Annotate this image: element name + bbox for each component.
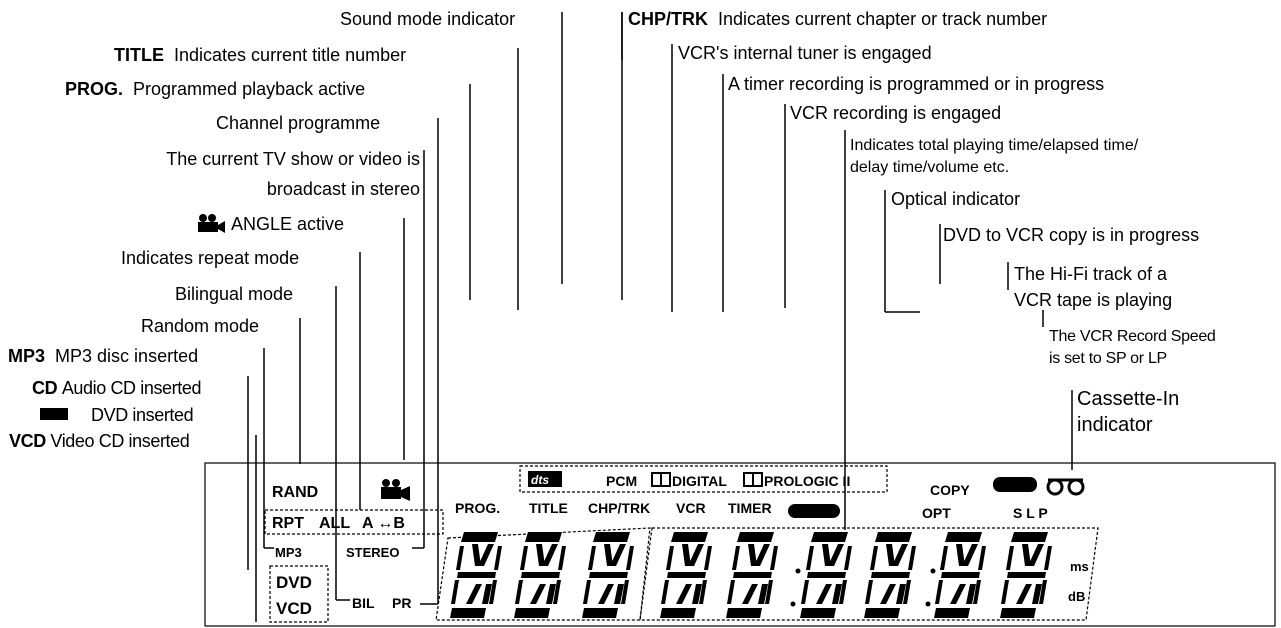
vcr-recording-label: VCR recording is engaged: [790, 103, 1002, 123]
vcd-label: VCD Video CD inserted: [9, 430, 190, 452]
digital-indicator: DIGITAL: [672, 473, 727, 489]
display-frame: [204, 462, 1276, 627]
sound-mode-box: [519, 465, 888, 493]
bil-indicator: BIL: [352, 595, 375, 611]
title-desc: Indicates current title number: [174, 45, 407, 65]
vcd-desc: Video CD inserted: [50, 431, 190, 451]
hifi-indicator: [993, 477, 1037, 492]
chp-trk-label: CHP/TRK Indicates current chapter or tra…: [628, 8, 1047, 30]
title-indicator: TITLE: [529, 500, 568, 516]
total-time-label-1: Indicates total playing time/elapsed tim…: [850, 137, 1139, 154]
vcd-key: VCD: [9, 431, 46, 451]
channel-digits-box: [435, 527, 651, 621]
title-label: TITLE Indicates current title number: [114, 44, 406, 66]
repeat-label: Indicates repeat mode: [121, 248, 300, 268]
timer-label: A timer recording is programmed or in pr…: [728, 74, 1105, 94]
time-digits: [660, 532, 1052, 618]
digit-2: [514, 532, 566, 618]
time-digits-box: [639, 527, 1099, 621]
pr-indicator: PR: [392, 595, 411, 611]
digit-7: [864, 532, 916, 618]
prologic-indicator: PROLOGIC II: [764, 473, 850, 489]
camera-icon: [198, 214, 225, 233]
chp-trk-key: CHP/TRK: [628, 9, 708, 29]
speed-label-1: The VCR Record Speed: [1049, 328, 1216, 345]
speed-label-2: is set to SP or LP: [1049, 350, 1167, 367]
prog-desc: Programmed playback active: [133, 79, 366, 99]
stereo-label-1: The current TV show or video is: [166, 149, 420, 169]
repeat-box: [264, 509, 444, 535]
angle-label: ANGLE active: [196, 213, 344, 235]
dvd-desc: DVD inserted: [91, 405, 194, 425]
prog-label: PROG. Programmed playback active: [65, 78, 365, 100]
dts-logo: [528, 471, 562, 487]
digit-1: [450, 532, 502, 618]
dvd-label: DVD inserted: [40, 404, 194, 426]
mp3-label: MP3 MP3 disc inserted: [8, 345, 198, 367]
ms-indicator: ms: [1070, 559, 1089, 574]
hifi-label-2: VCR tape is playing: [1014, 290, 1173, 310]
copy-label: DVD to VCR copy is in progress: [943, 225, 1200, 245]
digit-3: [582, 532, 634, 618]
stereo-indicator: STEREO: [346, 545, 399, 560]
dts-logo-text: dts: [531, 473, 549, 487]
dvd-icon: [40, 408, 68, 420]
copy-indicator: COPY: [930, 482, 970, 498]
cassette-label-2: indicator: [1077, 414, 1153, 436]
stereo-label-2: broadcast in stereo: [266, 179, 420, 199]
disc-type-box: [269, 565, 329, 623]
bilingual-label: Bilingual mode: [175, 284, 294, 304]
title-key: TITLE: [114, 45, 164, 65]
hifi-label-1: The Hi-Fi track of a: [1014, 264, 1168, 284]
pcm-indicator: PCM: [606, 473, 637, 489]
prog-key: PROG.: [65, 79, 124, 99]
optical-label: Optical indicator: [891, 189, 1021, 209]
cd-key: CD: [32, 378, 58, 398]
mp3-indicator: MP3: [275, 545, 302, 560]
digit-4: [660, 532, 712, 618]
angle-desc: ANGLE active: [231, 214, 345, 234]
digit-8: [934, 532, 986, 618]
all-indicator: ALL: [319, 515, 350, 532]
dvd-indicator: DVD: [276, 573, 312, 592]
vcd-indicator: VCD: [276, 599, 312, 618]
rpt-indicator: RPT: [272, 515, 304, 532]
cassette-label-1: Cassette-In: [1077, 388, 1180, 410]
slp-indicator: S L P: [1013, 505, 1048, 521]
sound-mode-label: Sound mode indicator: [340, 9, 516, 29]
vcr-indicator: VCR: [676, 500, 706, 516]
angle-indicator-icon: [381, 479, 410, 501]
recording-indicator: [788, 504, 840, 518]
channel-digits: [450, 532, 634, 618]
db-indicator: dB: [1068, 589, 1085, 604]
random-label: Random mode: [141, 316, 260, 336]
digit-5: [726, 532, 778, 618]
ab-indicator: A ↔B: [362, 515, 405, 532]
colon-dots: [790, 568, 936, 607]
cd-desc: Audio CD inserted: [61, 378, 202, 398]
digit-9: [1000, 532, 1052, 618]
total-time-label-2: delay time/volume etc.: [850, 159, 1010, 176]
vcr-tuner-label: VCR's internal tuner is engaged: [678, 43, 932, 63]
chptrk-indicator: CHP/TRK: [588, 500, 650, 516]
opt-indicator: OPT: [922, 505, 951, 521]
prog-indicator: PROG.: [455, 500, 500, 516]
mp3-key: MP3: [8, 346, 46, 366]
chp-trk-desc: Indicates current chapter or track numbe…: [718, 9, 1048, 29]
leader-lines: [247, 12, 1073, 622]
digit-6: [800, 532, 852, 618]
rand-indicator: RAND: [272, 484, 318, 501]
timer-indicator: TIMER: [728, 500, 772, 516]
mp3-desc: MP3 disc inserted: [55, 346, 199, 366]
cd-label: CD Audio CD inserted: [32, 377, 201, 399]
channel-label: Channel programme: [216, 113, 381, 133]
cassette-icon: [1046, 478, 1085, 496]
